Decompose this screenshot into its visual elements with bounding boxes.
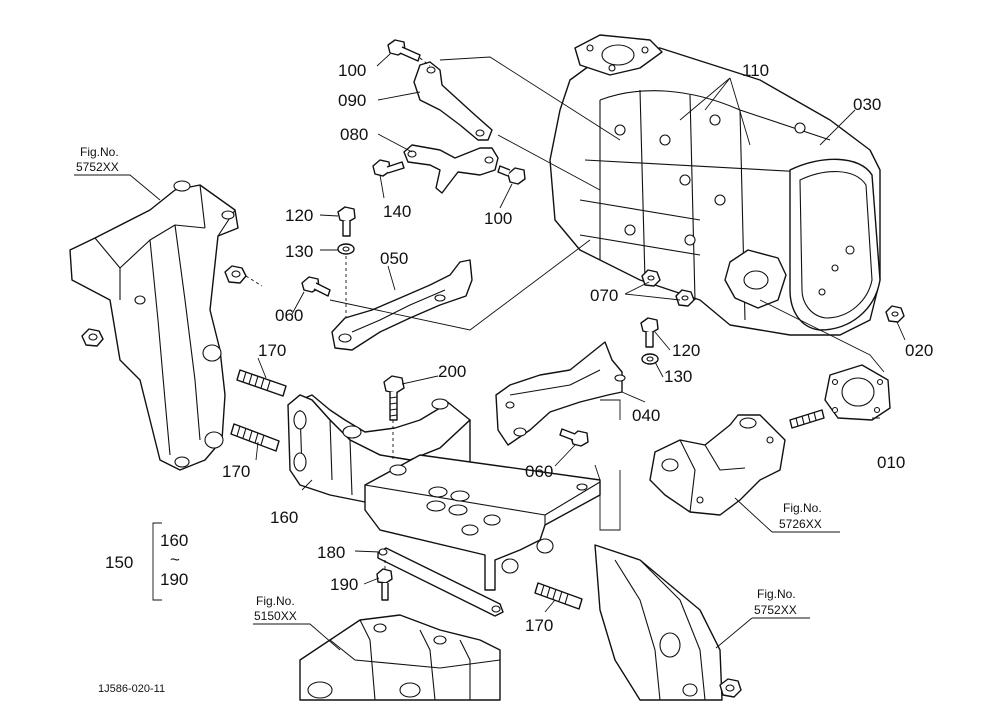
- gasket-010: [824, 364, 891, 421]
- callout-010: 010: [877, 453, 905, 472]
- callout-120-lower: 120: [672, 341, 700, 360]
- exhaust-elbow: [649, 414, 786, 516]
- nuts-070: [641, 269, 695, 307]
- transmission-case: [299, 614, 501, 701]
- left-bracket-assembly: [69, 180, 263, 471]
- callout-040: 040: [632, 406, 660, 425]
- fig-ref-5150: Fig.No. 5150XX: [254, 594, 297, 623]
- callout-180: 180: [317, 543, 345, 562]
- bracket-080: [403, 144, 499, 194]
- leader-lines: [74, 53, 906, 651]
- callout-080: 080: [340, 125, 368, 144]
- callout-050: 050: [380, 249, 408, 268]
- group-150: 150 160 ~ 190: [105, 531, 188, 589]
- callout-170-upper: 170: [258, 341, 286, 360]
- callout-200: 200: [438, 362, 466, 381]
- muffler-assembly: [549, 34, 881, 336]
- bolt-120-upper: [337, 206, 356, 237]
- washer-130-upper: [337, 243, 355, 330]
- right-lower-bracket: [594, 544, 742, 701]
- bolt-060-upper: [301, 276, 331, 297]
- group-label: 150: [105, 553, 133, 572]
- bolt-100-top: [387, 39, 431, 67]
- exhaust-stud: [789, 409, 825, 429]
- stud-bolt-lower: [230, 423, 280, 452]
- callout-130-upper: 130: [285, 242, 313, 261]
- callout-140: 140: [383, 202, 411, 221]
- group-tilde: ~: [170, 550, 180, 569]
- callout-170-lower: 170: [222, 462, 250, 481]
- callout-030: 030: [853, 95, 881, 114]
- callout-060-upper: 060: [275, 306, 303, 325]
- callout-130-lower: 130: [664, 367, 692, 386]
- svg-text:5150XX: 5150XX: [254, 609, 297, 623]
- svg-text:Fig.No.: Fig.No.: [757, 587, 796, 601]
- washer-130-lower: [641, 353, 659, 365]
- fig-ref-5752-top: Fig.No. 5752XX: [76, 145, 119, 174]
- bolt-190: [376, 560, 393, 601]
- callout-160: 160: [270, 508, 298, 527]
- svg-text:Fig.No.: Fig.No.: [80, 145, 119, 159]
- callout-100-top: 100: [338, 61, 366, 80]
- callout-020: 020: [905, 341, 933, 360]
- svg-text:Fig.No.: Fig.No.: [783, 501, 822, 515]
- callout-090: 090: [338, 91, 366, 110]
- bracket-040: [495, 341, 626, 446]
- cross-plate: [364, 454, 601, 591]
- bolt-200: [383, 375, 405, 462]
- callout-100-right: 100: [484, 209, 512, 228]
- callout-labels: 100 090 080 140 100 110 030 120 130 050 …: [222, 61, 933, 635]
- figure-code: 1J586-020-11: [98, 683, 165, 695]
- bracket-090: [413, 61, 493, 141]
- bolt-060-lower: [559, 428, 589, 447]
- bolt-100-right: [497, 165, 526, 185]
- stay-bar-180: [377, 547, 504, 617]
- callout-170-bottom: 170: [525, 616, 553, 635]
- bolt-140: [372, 159, 405, 177]
- stud-bolt-bottom: [534, 582, 583, 610]
- group-from: 160: [160, 531, 188, 550]
- bracket-050: [331, 259, 473, 351]
- svg-text:5726XX: 5726XX: [779, 517, 822, 531]
- svg-text:5752XX: 5752XX: [76, 160, 119, 174]
- callout-120-upper: 120: [285, 206, 313, 225]
- fig-ref-5726: Fig.No. 5726XX: [779, 501, 822, 531]
- fig-ref-5752-bottom: Fig.No. 5752XX: [754, 587, 797, 617]
- stud-bolt-upper: [236, 369, 287, 397]
- callout-110: 110: [742, 61, 769, 80]
- callout-070: 070: [590, 286, 618, 305]
- svg-text:Fig.No.: Fig.No.: [256, 594, 295, 608]
- callout-060-lower: 060: [525, 462, 553, 481]
- svg-text:5752XX: 5752XX: [754, 603, 797, 617]
- nut-020: [885, 305, 905, 323]
- bolt-120-lower: [640, 317, 659, 348]
- callout-190: 190: [330, 575, 358, 594]
- group-to: 190: [160, 570, 188, 589]
